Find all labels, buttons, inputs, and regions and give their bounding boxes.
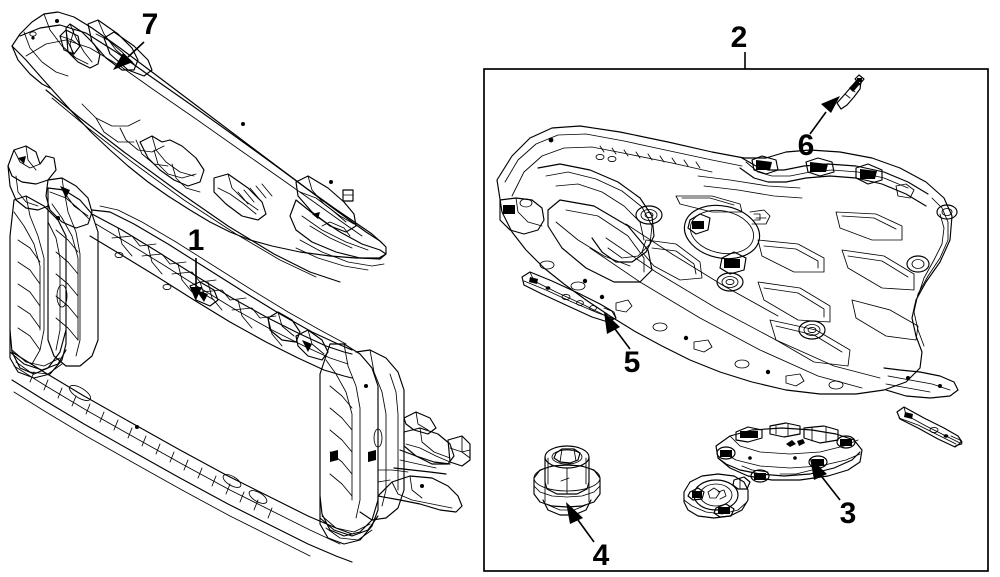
callout-6-leader [809,96,840,135]
round-mount-plate [683,473,751,519]
part-3-side-bracket [715,422,863,483]
callout-4-leader [566,502,595,543]
callout-label-3: 3 [840,497,857,530]
part-2-engine-under-cover [496,125,959,399]
under-cover-edge-nubs [539,260,844,390]
callout-7-leader [113,41,145,70]
callout-1-leader [190,258,202,300]
callout-label-7: 7 [142,8,159,41]
callout-label-1: 1 [188,224,205,257]
part-6-retainer-clip [836,74,865,110]
group-box-under-cover [483,68,989,572]
callout-label-2: 2 [731,21,748,54]
callout-5-leader [604,312,631,350]
part-1-radiator-support [7,145,471,563]
callout-label-4: 4 [593,539,610,572]
callout-3-leader [810,458,841,501]
lower-right-strip [896,406,963,448]
callout-label-5: 5 [624,346,641,379]
part-7-bumper-impact-bar [11,11,387,283]
callout-label-6: 6 [798,129,815,162]
part-4-mount-grommet [533,445,601,516]
